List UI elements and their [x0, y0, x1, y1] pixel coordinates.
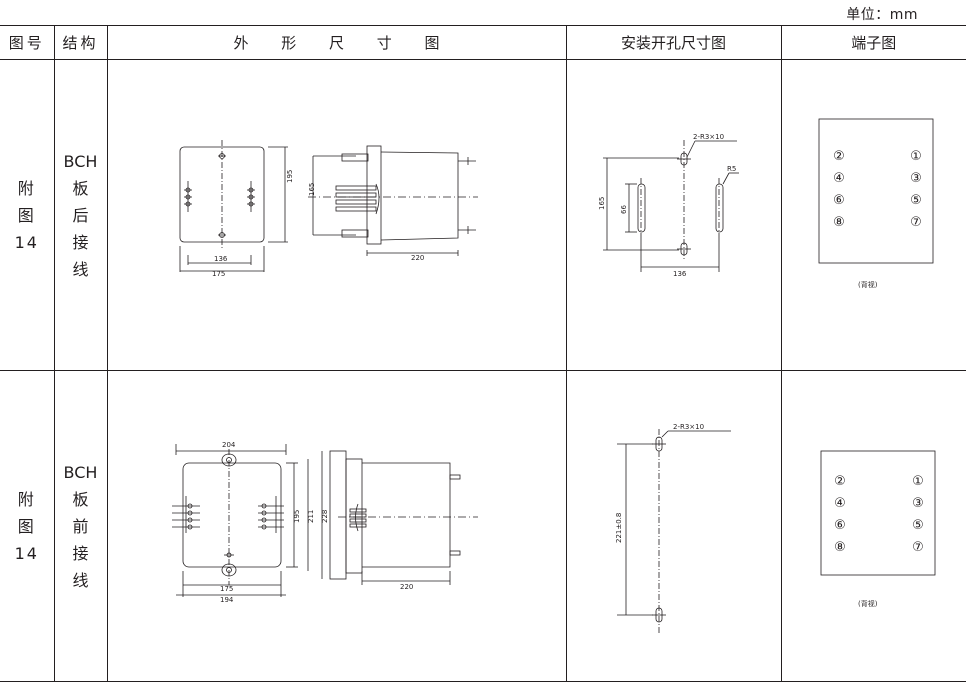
svg-text:195: 195 [286, 170, 294, 183]
terminal-2: ② [834, 474, 846, 489]
terminal-4: ④ [833, 171, 845, 186]
cutout-hole-label: 2-R3×10 [693, 133, 724, 141]
model-name: BCH [63, 151, 98, 171]
terminal-6: ⑥ [834, 518, 846, 533]
svg-text:221±0.8: 221±0.8 [615, 513, 623, 543]
cutout-drawing-cell: 2-R3×10 R5 165 66 136 [566, 59, 782, 371]
cutout-drawing-front: 2-R3×10 221±0.8 [615, 423, 731, 633]
cutout-drawing-rear: 2-R3×10 R5 165 66 136 [598, 133, 739, 278]
header-row: 图号 结构 外 形 尺 寸 图 安装开孔尺寸图 端子图 [0, 25, 966, 60]
cutout-drawing-cell: 2-R3×10 221±0.8 [566, 370, 782, 682]
terminal-3: ③ [910, 171, 922, 186]
svg-text:175: 175 [212, 270, 225, 278]
table-row: 附 图 14 BCH 板 前 接 线 [0, 370, 966, 682]
model-name: BCH [63, 462, 98, 482]
terminal-6: ⑥ [833, 193, 845, 208]
svg-text:136: 136 [214, 255, 228, 263]
cutout-radius-label: R5 [727, 165, 736, 173]
view-label: (背视) [858, 280, 878, 289]
header-terminal: 端子图 [781, 25, 966, 60]
header-outline: 外 形 尺 寸 图 [107, 25, 567, 60]
svg-text:204: 204 [222, 441, 236, 449]
terminal-7: ⑦ [912, 540, 924, 555]
fig-number-cell: 附 图 14 [0, 59, 55, 371]
view-label: (背视) [858, 599, 878, 608]
structure-cell: BCH 板 前 接 线 [54, 370, 108, 682]
structure-text: BCH 板 前 接 线 [55, 459, 107, 594]
terminal-diagram-front: ② ① ④ ③ ⑥ ⑤ ⑧ ⑦ (背视) [820, 450, 935, 608]
terminal-5: ⑤ [912, 518, 924, 533]
fig-number-cell: 附 图 14 [0, 370, 55, 682]
svg-text:195: 195 [293, 510, 301, 523]
terminal-2: ② [833, 149, 845, 164]
fig-number: 附 图 14 [14, 489, 39, 563]
structure-text: BCH 板 后 接 线 [55, 148, 107, 283]
svg-text:228: 228 [321, 510, 329, 523]
svg-text:2-R3×10: 2-R3×10 [673, 423, 704, 431]
fig-number: 附 图 14 [14, 178, 39, 252]
terminal-7: ⑦ [910, 215, 922, 230]
unit-label: 单位：mm [846, 7, 918, 23]
outline-drawing-cell: 136 175 195 165 220 [107, 59, 567, 371]
outline-drawing-front: 204 175 194 195 211 228 220 [171, 441, 478, 604]
spec-table: 图号 结构 外 形 尺 寸 图 安装开孔尺寸图 端子图 附 图 14 BCH 板… [0, 25, 966, 682]
header-cutout: 安装开孔尺寸图 [566, 25, 782, 60]
terminal-diagram-rear: ② ① ④ ③ ⑥ ⑤ ⑧ ⑦ (背视) [818, 118, 933, 289]
outline-drawing-rear: 136 175 195 165 220 [179, 140, 478, 278]
svg-text:175: 175 [220, 585, 233, 593]
terminal-drawing-cell: ② ① ④ ③ ⑥ ⑤ ⑧ ⑦ (背视) [781, 59, 966, 371]
terminal-8: ⑧ [833, 215, 845, 230]
terminal-drawing-cell: ② ① ④ ③ ⑥ ⑤ ⑧ ⑦ (背视) [781, 370, 966, 682]
header-fig-no: 图号 [0, 25, 55, 60]
svg-text:136: 136 [673, 270, 687, 278]
header-structure: 结构 [54, 25, 108, 60]
svg-text:220: 220 [400, 583, 413, 591]
table-row: 附 图 14 BCH 板 后 接 线 [0, 59, 966, 371]
terminal-5: ⑤ [910, 193, 922, 208]
terminal-1: ① [912, 474, 924, 489]
svg-text:194: 194 [220, 596, 234, 604]
terminal-8: ⑧ [834, 540, 846, 555]
svg-text:165: 165 [308, 183, 316, 196]
terminal-4: ④ [834, 496, 846, 511]
svg-text:165: 165 [598, 197, 606, 210]
svg-text:220: 220 [411, 254, 424, 262]
svg-text:66: 66 [620, 205, 628, 214]
outline-drawing-cell: 204 175 194 195 211 228 220 [107, 370, 567, 682]
terminal-3: ③ [912, 496, 924, 511]
structure-cell: BCH 板 后 接 线 [54, 59, 108, 371]
svg-text:211: 211 [307, 510, 315, 523]
terminal-1: ① [910, 149, 922, 164]
